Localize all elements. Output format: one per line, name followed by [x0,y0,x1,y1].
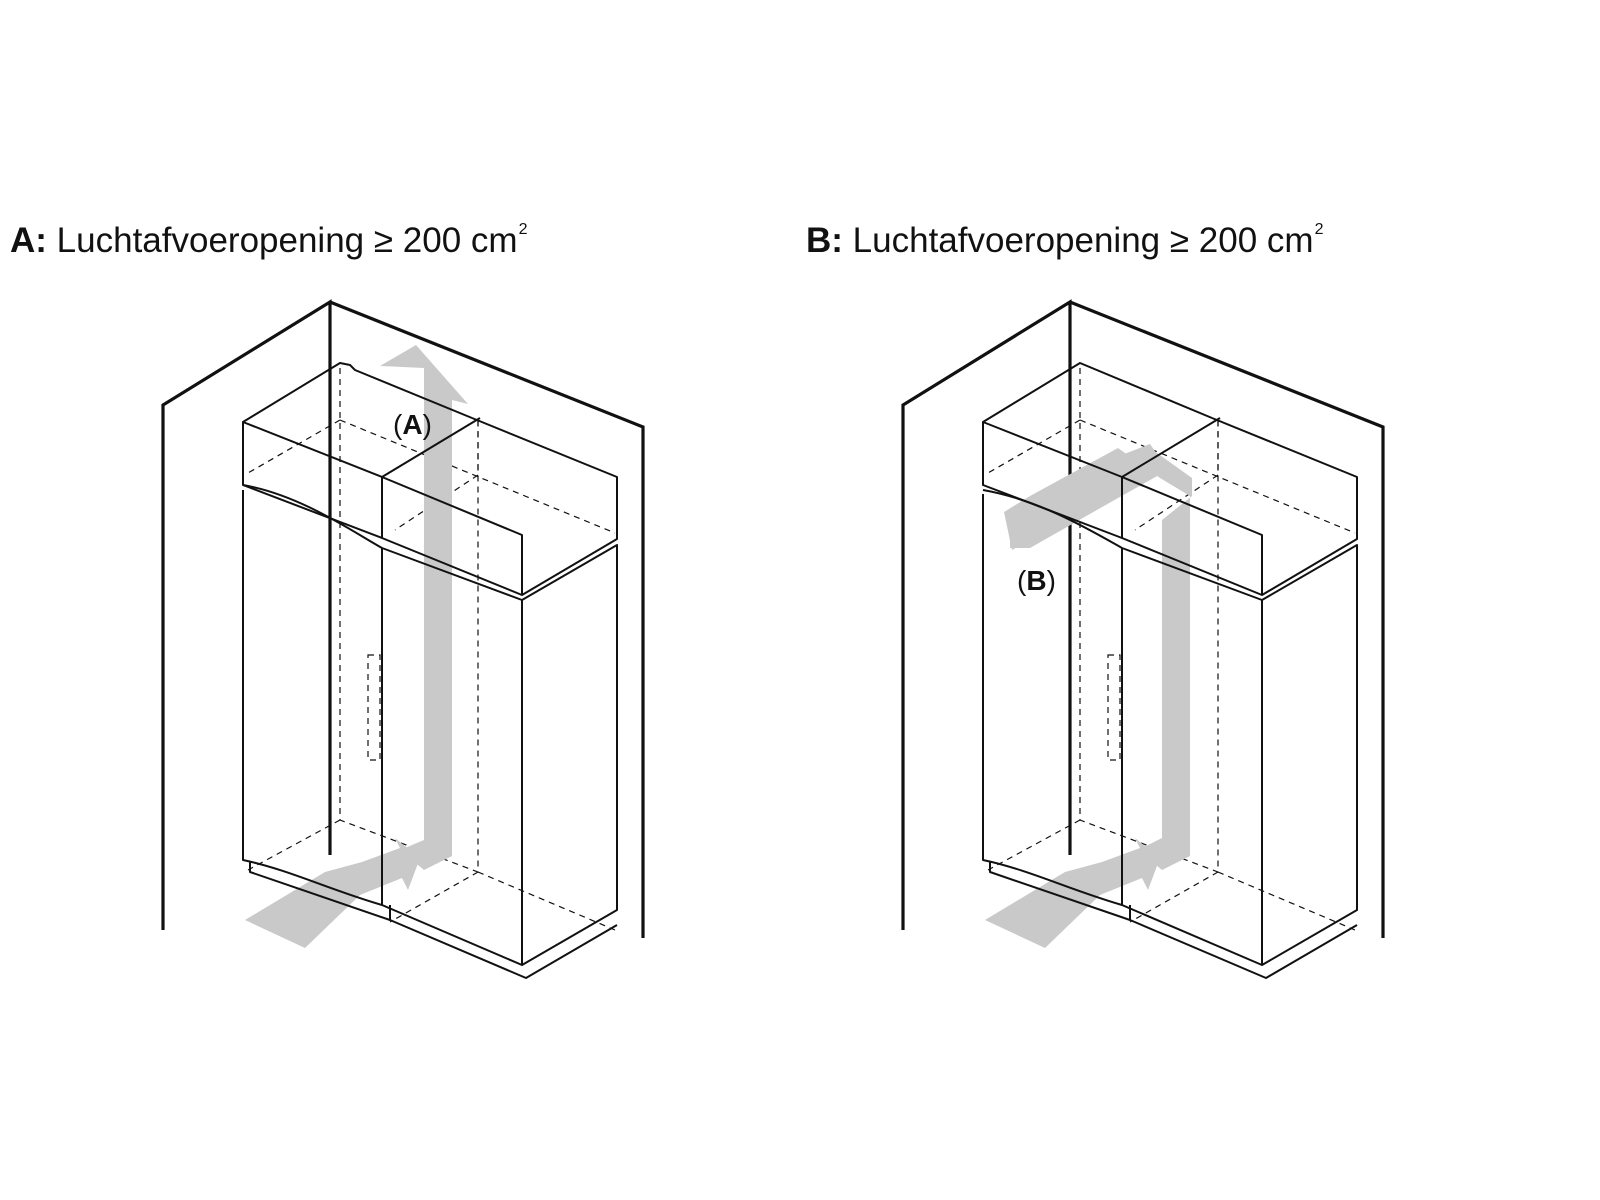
heading-figure-a: A: Luchtafvoeropening ≥ 200 cm2 [10,208,527,263]
heading-a-letter: A: [10,221,47,260]
figure-a-callout: (A) [393,409,432,440]
heading-a-exponent: 2 [518,221,528,238]
figure-a-airflow-up-arrow [380,345,468,870]
figure-a-wall [161,299,645,938]
figure-a-airflow-in-arrow [245,838,420,948]
heading-b-caption: Luchtafvoeropening ≥ 200 cm [852,221,1314,260]
figure-b-illustration: (B) [901,299,1385,979]
heading-b-exponent: 2 [1314,221,1324,238]
figure-b-callout: (B) [1017,565,1056,596]
heading-b-letter: B: [806,221,843,260]
figure-a-illustration: (A) [161,299,645,979]
figure-a-cabinet [242,362,618,979]
figure-b-airflow-outlet-arrow [1010,444,1168,548]
figure-b-cabinet [982,362,1358,979]
heading-figure-b: B: Luchtafvoeropening ≥ 200 cm2 [806,208,1323,263]
heading-a-caption: Luchtafvoeropening ≥ 200 cm [56,221,518,260]
figure-b-airflow-in-arrow [985,838,1160,948]
figure-b-wall [901,299,1385,938]
figure-b-airflow-up-arrow [1004,448,1192,870]
figure-b-hidden-edges [987,368,1356,931]
